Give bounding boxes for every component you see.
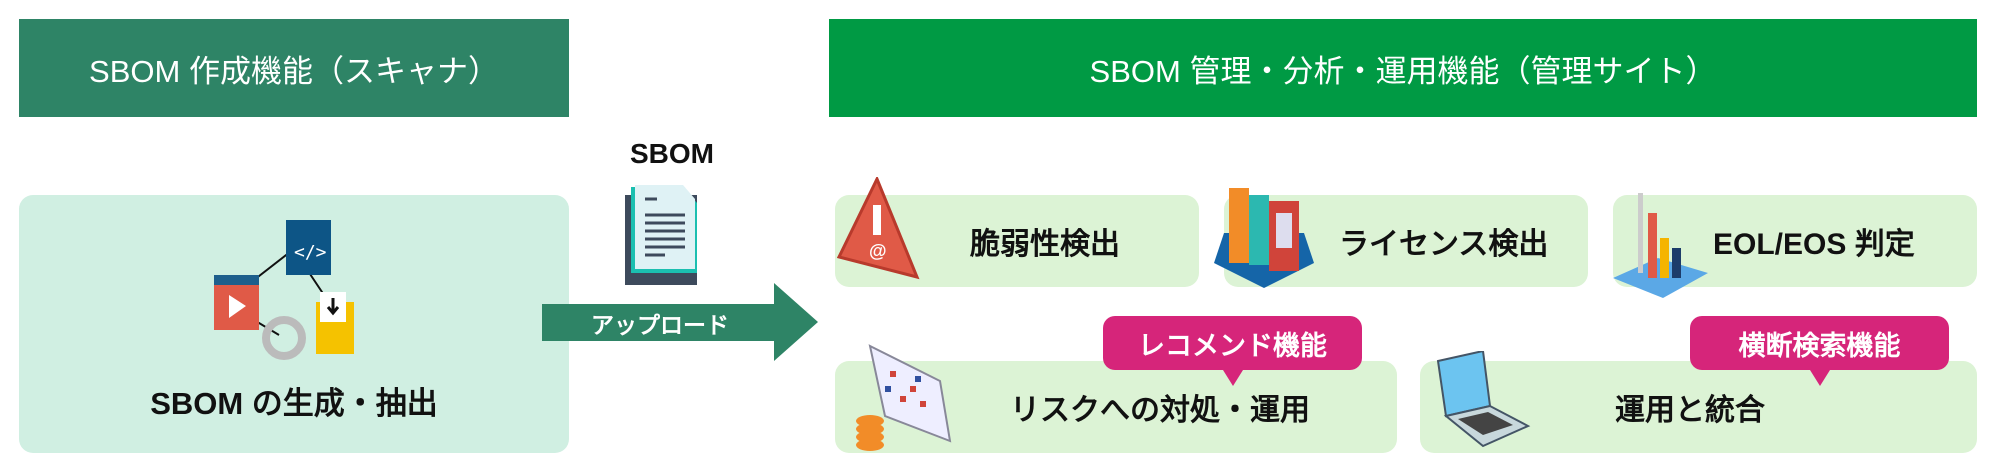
card-label: EOL/EOS 判定 bbox=[1713, 228, 1915, 261]
badge-label: レコメンド機能 bbox=[1138, 330, 1327, 361]
warning-triangle-icon: @ bbox=[837, 177, 920, 280]
card-label: ライセンス検出 bbox=[1339, 228, 1549, 261]
calendar-coins-icon bbox=[856, 344, 952, 451]
scanner-header-title: SBOM 作成機能（スキャナ） bbox=[89, 53, 499, 89]
sbom-generation-label: SBOM の生成・抽出 bbox=[150, 386, 438, 421]
sbom-generation-box: </> SBOM の生成・抽出 bbox=[19, 195, 569, 453]
upload-arrow-icon bbox=[542, 283, 818, 361]
card-license-detection: ライセンス検出 bbox=[1214, 188, 1588, 288]
recommend-feature-badge: レコメンド機能 bbox=[1103, 316, 1362, 386]
sbom-document-label: SBOM bbox=[630, 138, 714, 169]
cross-search-feature-badge: 横断検索機能 bbox=[1690, 316, 1949, 386]
site-header-title: SBOM 管理・分析・運用機能（管理サイト） bbox=[1089, 53, 1717, 89]
upload-label: アップロード bbox=[591, 312, 729, 338]
card-label: 脆弱性検出 bbox=[970, 228, 1120, 261]
laptop-icon bbox=[1436, 351, 1531, 448]
bar-chart-tablet-icon bbox=[1613, 193, 1708, 298]
svg-text:@: @ bbox=[869, 241, 887, 261]
sbom-scan-illustration-icon: </> bbox=[214, 220, 354, 360]
scanner-header: SBOM 作成機能（スキャナ） bbox=[19, 19, 569, 117]
card-label: リスクへの対処・運用 bbox=[1010, 394, 1310, 427]
sbom-document-icon bbox=[625, 185, 697, 285]
site-header: SBOM 管理・分析・運用機能（管理サイト） bbox=[829, 19, 1977, 117]
card-risk-response: リスクへの対処・運用 bbox=[835, 344, 1397, 453]
card-eol-eos-judgement: EOL/EOS 判定 bbox=[1613, 193, 1977, 298]
card-label: 運用と統合 bbox=[1615, 394, 1765, 427]
card-operation-integration: 運用と統合 bbox=[1420, 351, 1977, 453]
binders-box-icon bbox=[1214, 188, 1314, 288]
card-vulnerability-detection: @ 脆弱性検出 bbox=[835, 177, 1199, 287]
badge-label: 横断検索機能 bbox=[1738, 330, 1901, 361]
svg-text:</>: </> bbox=[294, 242, 327, 263]
